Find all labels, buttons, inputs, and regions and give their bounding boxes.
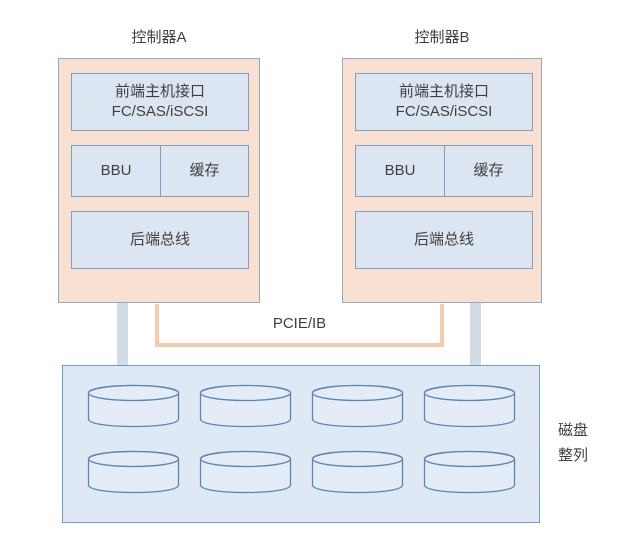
- controller-a-frontend-host-interface: 前端主机接口 FC/SAS/iSCSI: [71, 73, 249, 131]
- disk-cylinder: [199, 384, 292, 428]
- frontend-label-line1: 前端主机接口: [398, 83, 489, 100]
- controller-a-backend-bus: 后端总线: [71, 211, 249, 269]
- controller-b-bbu: BBU: [384, 162, 416, 179]
- disk-cylinder: [311, 450, 404, 494]
- disk-grid: [87, 384, 517, 506]
- frontend-label-line2: FC/SAS/iSCSI: [395, 103, 493, 120]
- disk-cylinder: [423, 384, 516, 428]
- controller-a-bbu-cache: BBU 缓存: [71, 145, 249, 197]
- disk-array-enclosure: [62, 365, 540, 523]
- disk-cylinder: [87, 450, 180, 494]
- controller-b-backend-bus: 后端总线: [355, 211, 533, 269]
- disk-cylinder: [423, 450, 516, 494]
- pcie-ib-interconnect-line: [155, 304, 444, 347]
- controller-a: 前端主机接口 FC/SAS/iSCSI BBU 缓存 后端总线: [58, 58, 260, 303]
- frontend-label-line2: FC/SAS/iSCSI: [111, 103, 209, 120]
- disk-cylinder: [199, 450, 292, 494]
- controller-b-frontend-host-interface: 前端主机接口 FC/SAS/iSCSI: [355, 73, 533, 131]
- controller-b-to-array-link: [470, 303, 481, 365]
- disk-array-label-line1: 磁盘: [558, 422, 589, 439]
- pcie-ib-label: PCIE/IB: [272, 315, 327, 332]
- controller-b-bbu-cache: BBU 缓存: [355, 145, 533, 197]
- controller-a-bbu: BBU: [100, 162, 132, 179]
- disk-cylinder: [87, 384, 180, 428]
- frontend-label-line1: 前端主机接口: [114, 83, 205, 100]
- disk-array-label: 磁盘 整列: [558, 418, 618, 468]
- controller-b-cache: 缓存: [444, 146, 532, 196]
- controller-b-title: 控制器B: [414, 29, 470, 46]
- controller-b: 前端主机接口 FC/SAS/iSCSI BBU 缓存 后端总线: [342, 58, 542, 303]
- controller-a-title: 控制器A: [131, 29, 187, 46]
- controller-a-cache: 缓存: [160, 146, 248, 196]
- controller-a-to-array-link: [117, 303, 128, 365]
- disk-array-label-line2: 整列: [558, 447, 589, 464]
- disk-cylinder: [311, 384, 404, 428]
